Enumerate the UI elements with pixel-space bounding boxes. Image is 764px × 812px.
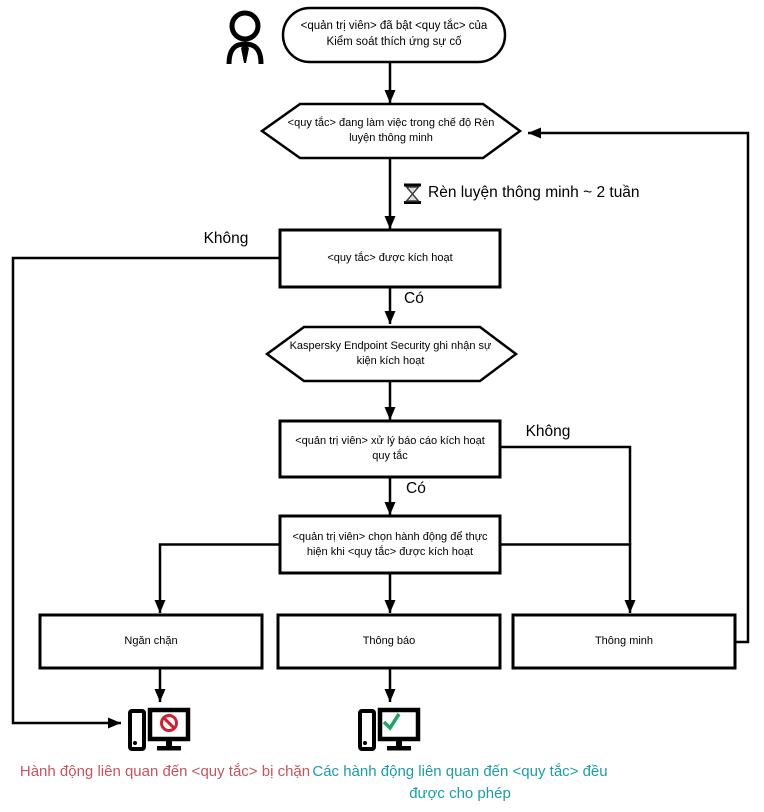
prohibition-icon bbox=[160, 714, 178, 732]
start-terminator-shape bbox=[281, 6, 507, 64]
edge-chooses-to-block bbox=[154, 543, 280, 613]
smart-rect-shape bbox=[511, 613, 737, 670]
event-logged-hexagon-shape bbox=[264, 325, 519, 383]
rule-triggered-rect-shape bbox=[278, 228, 502, 289]
hourglass-icon bbox=[404, 183, 421, 204]
allowed-computer-icon bbox=[358, 707, 421, 751]
node-shapes bbox=[38, 6, 737, 670]
blocked-computer-icon bbox=[128, 707, 191, 751]
block-rect-shape bbox=[38, 613, 264, 670]
admin-processes-rect-shape bbox=[278, 419, 502, 479]
admin-chooses-rect-shape bbox=[278, 514, 502, 575]
training-hexagon-shape bbox=[259, 102, 523, 160]
flow-connectors bbox=[11, 62, 750, 729]
checkmark-icon bbox=[382, 713, 401, 731]
person-icon bbox=[226, 10, 264, 65]
edge-processes-no-to-smart bbox=[500, 445, 636, 613]
edge-smart-feedback-to-training bbox=[528, 127, 750, 644]
edge-triggered-no-to-blocked-computer bbox=[11, 256, 280, 729]
notify-rect-shape bbox=[276, 613, 502, 670]
